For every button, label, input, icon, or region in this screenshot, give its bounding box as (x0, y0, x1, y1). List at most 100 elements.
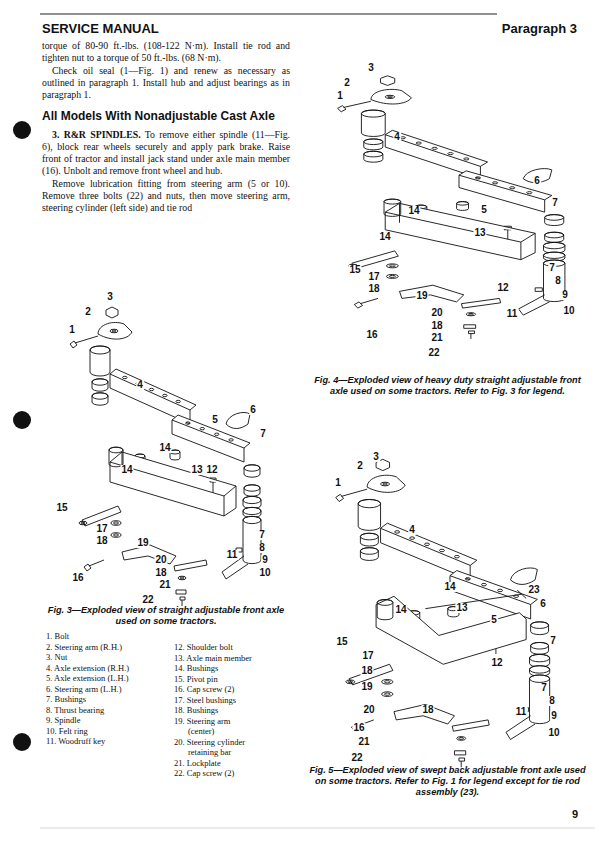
axle-main-member (376, 596, 526, 664)
callout-number: 18 (360, 666, 373, 676)
kingpin-boss (361, 110, 385, 136)
callout-number: 20 (154, 555, 167, 565)
callout-number: 13 (455, 603, 468, 613)
thrust-bearing (530, 654, 550, 667)
bushing (545, 215, 564, 226)
retaining-bar (174, 560, 207, 571)
axle-main-member (384, 199, 535, 260)
callout-number: 13 (190, 465, 203, 475)
callout-number: 14 (120, 465, 133, 475)
callout-number: 22 (141, 595, 154, 605)
cap-screw (354, 298, 378, 308)
axle-main-member (109, 447, 236, 516)
callout-number: 20 (430, 308, 443, 318)
lockplate (454, 751, 465, 755)
lockplate (464, 325, 476, 329)
exploded-view (336, 459, 550, 767)
steering-arm (371, 89, 411, 104)
callout-number: 18 (421, 705, 434, 715)
callout-number: 9 (261, 555, 269, 565)
figure-caption: Fig. 5—Exploded view of swept back adjus… (305, 765, 590, 798)
bushing (178, 576, 186, 580)
callout-number: 10 (547, 728, 560, 738)
callout-number: 4 (408, 525, 416, 535)
bushing (364, 151, 383, 162)
retaining-bar (452, 720, 489, 731)
steering-arm (510, 568, 537, 585)
bushing (457, 202, 469, 211)
callout-number: 6 (249, 405, 257, 415)
callout-number: 18 (367, 284, 380, 294)
callout-number: 21 (357, 737, 370, 747)
callout-number: 19 (136, 538, 149, 548)
callout-number: 15 (55, 503, 68, 513)
bolt (70, 336, 98, 348)
bushing (111, 533, 121, 538)
callout-number: 8 (548, 696, 556, 706)
bushing (360, 533, 378, 546)
callout-number: 16 (71, 573, 84, 583)
callout-number: 12 (490, 658, 503, 668)
legend-entry: 9. Spindle (46, 715, 130, 726)
legend-entry: 22. Cap screw (2) (174, 768, 252, 779)
figure-caption: Fig. 3—Exploded view of straight adjusta… (42, 605, 290, 627)
section-heading: All Models With Nonadjustable Cast Axle (42, 110, 290, 122)
page-number: 9 (572, 808, 578, 820)
legend-entry: 3. Nut (46, 652, 130, 663)
exploded-view (338, 76, 565, 339)
callout-number: 7 (540, 683, 548, 693)
top-rule (40, 14, 497, 15)
bushing (244, 465, 260, 477)
callout-number: 23 (527, 585, 540, 595)
legend-entry: 8. Thrust bearing (46, 705, 130, 716)
bushing (545, 232, 564, 242)
legend-entry: 11. Woodruff key (46, 736, 130, 747)
callout-number: 22 (427, 348, 440, 358)
callout-number: 16 (365, 330, 378, 340)
kingpin-boss (358, 499, 380, 530)
callout-number: 2 (84, 307, 92, 317)
callout-number: 21 (158, 580, 171, 590)
callout-number: 3 (367, 63, 375, 73)
legend-entry: 17. Steel bushings (174, 695, 252, 706)
callout-number: 21 (430, 333, 443, 343)
callout-number: 6 (533, 176, 541, 186)
callout-number: 2 (343, 78, 351, 88)
steering-arm (226, 412, 250, 428)
callout-number: 7 (259, 429, 267, 439)
callout-number: 2 (356, 461, 364, 471)
binder-hole (13, 733, 31, 751)
cap-screw (469, 331, 475, 339)
axle-extension (385, 130, 487, 178)
callout-number: 7 (548, 263, 556, 273)
callout-number: 14 (158, 443, 171, 453)
space (141, 129, 145, 140)
legend-entry: 6. Steering arm (L.H.) (46, 684, 130, 695)
callout-number: 17 (367, 272, 380, 282)
bushing (92, 379, 108, 391)
axle-extension (110, 369, 196, 424)
callout-number: 11 (515, 707, 528, 717)
callout-number: 12 (496, 283, 509, 293)
retaining-bar (461, 298, 500, 308)
callout-number: 1 (336, 91, 344, 101)
callout-number: 5 (490, 615, 498, 625)
spindle (519, 260, 565, 315)
callout-number: 4 (393, 132, 401, 142)
callout-number: 9 (550, 711, 558, 721)
thrust-bearing (543, 242, 564, 253)
callout-number: 9 (561, 290, 569, 300)
figure-caption: Fig. 4—Exploded view of heavy duty strai… (305, 375, 590, 397)
body-text: Remove lubrication fitting from steering… (42, 178, 290, 214)
bolt (336, 489, 367, 501)
paragraph-ref: Paragraph 3 (502, 21, 577, 36)
woodruff-key (535, 288, 542, 292)
exploded-view (70, 307, 261, 606)
callout-number: 5 (211, 415, 219, 425)
steel-bushing (386, 264, 398, 268)
steering-arm (367, 475, 405, 492)
callout-number: 18 (430, 321, 443, 331)
callout-number: 1 (68, 325, 76, 335)
callout-number: 14 (443, 582, 456, 592)
